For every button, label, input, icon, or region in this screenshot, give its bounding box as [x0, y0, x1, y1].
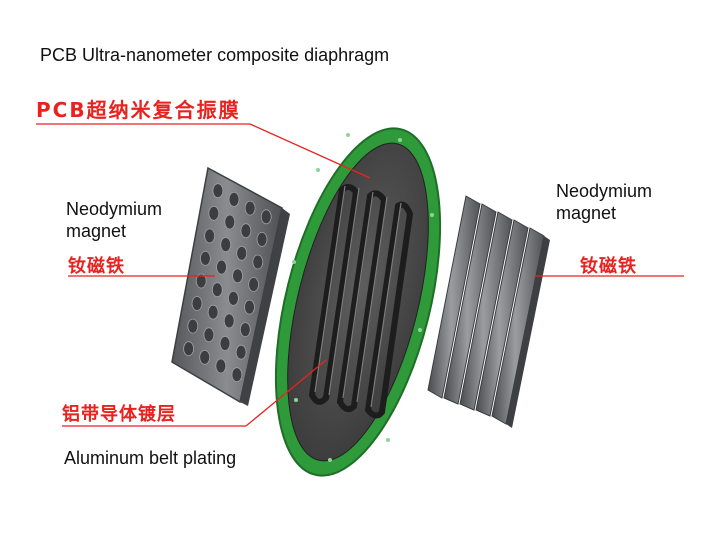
magnet-hole: [207, 304, 219, 320]
aluminum-belt-conductor: [309, 184, 413, 419]
magnet-hole: [224, 214, 236, 230]
magnet-hole: [227, 290, 239, 306]
right-magnet-bars: [427, 195, 550, 428]
leader-lines: [36, 123, 684, 427]
pcb-diaphragm: [274, 127, 442, 477]
diagram-title: PCB Ultra-nanometer composite diaphragm: [40, 45, 390, 65]
magnet-hole: [223, 313, 235, 329]
leader-line-pcb-diagonal: [249, 123, 371, 179]
magnet-hole: [195, 273, 207, 289]
frame-mounting-holes: [292, 133, 434, 462]
magnet-hole: [248, 277, 260, 292]
magnet-hole: [199, 250, 211, 266]
magnet-hole: [220, 237, 232, 253]
magnet-hole: [235, 344, 247, 360]
label-pcb-diaphragm-cn: PCB超纳米复合振膜: [36, 98, 241, 122]
label-aluminum-belt-plating: Aluminum belt plating: [64, 448, 237, 468]
magnet-hole: [212, 183, 224, 199]
magnet-hole: [191, 296, 203, 311]
label-magnet-left-cn: 钕磁铁: [68, 256, 125, 277]
magnet-hole: [215, 358, 227, 374]
leader-line-belt-diagonal: [245, 359, 327, 427]
magnet-hole: [219, 336, 231, 351]
label-neodymium-magnet-right: Neodymium magnet: [556, 181, 653, 223]
magnet-hole: [240, 223, 252, 239]
label-magnet-right-cn: 钕磁铁: [580, 256, 637, 277]
magnet-hole: [252, 254, 264, 270]
magnet-hole: [211, 282, 223, 298]
left-magnet-plate: [171, 166, 290, 406]
label-aluminum-belt-cn: 铝带导体镀层: [62, 404, 176, 425]
magnet-hole: [231, 367, 243, 383]
magnet-hole: [256, 231, 268, 247]
label-neodymium-magnet-left: Neodymium magnet: [66, 199, 163, 241]
magnet-hole: [203, 327, 215, 343]
magnet-hole: [216, 259, 227, 275]
magnet-hole: [232, 268, 244, 284]
magnet-hole: [228, 191, 240, 207]
magnet-hole: [199, 349, 211, 365]
magnet-hole: [208, 205, 220, 221]
magnet-hole: [204, 228, 216, 244]
magnet-hole: [260, 209, 272, 225]
magnet-hole: [236, 245, 248, 261]
magnet-hole: [239, 322, 251, 338]
magnet-hole: [244, 200, 256, 216]
magnet-hole: [187, 318, 199, 334]
magnet-hole: [244, 299, 255, 315]
magnet-hole: [183, 341, 195, 357]
